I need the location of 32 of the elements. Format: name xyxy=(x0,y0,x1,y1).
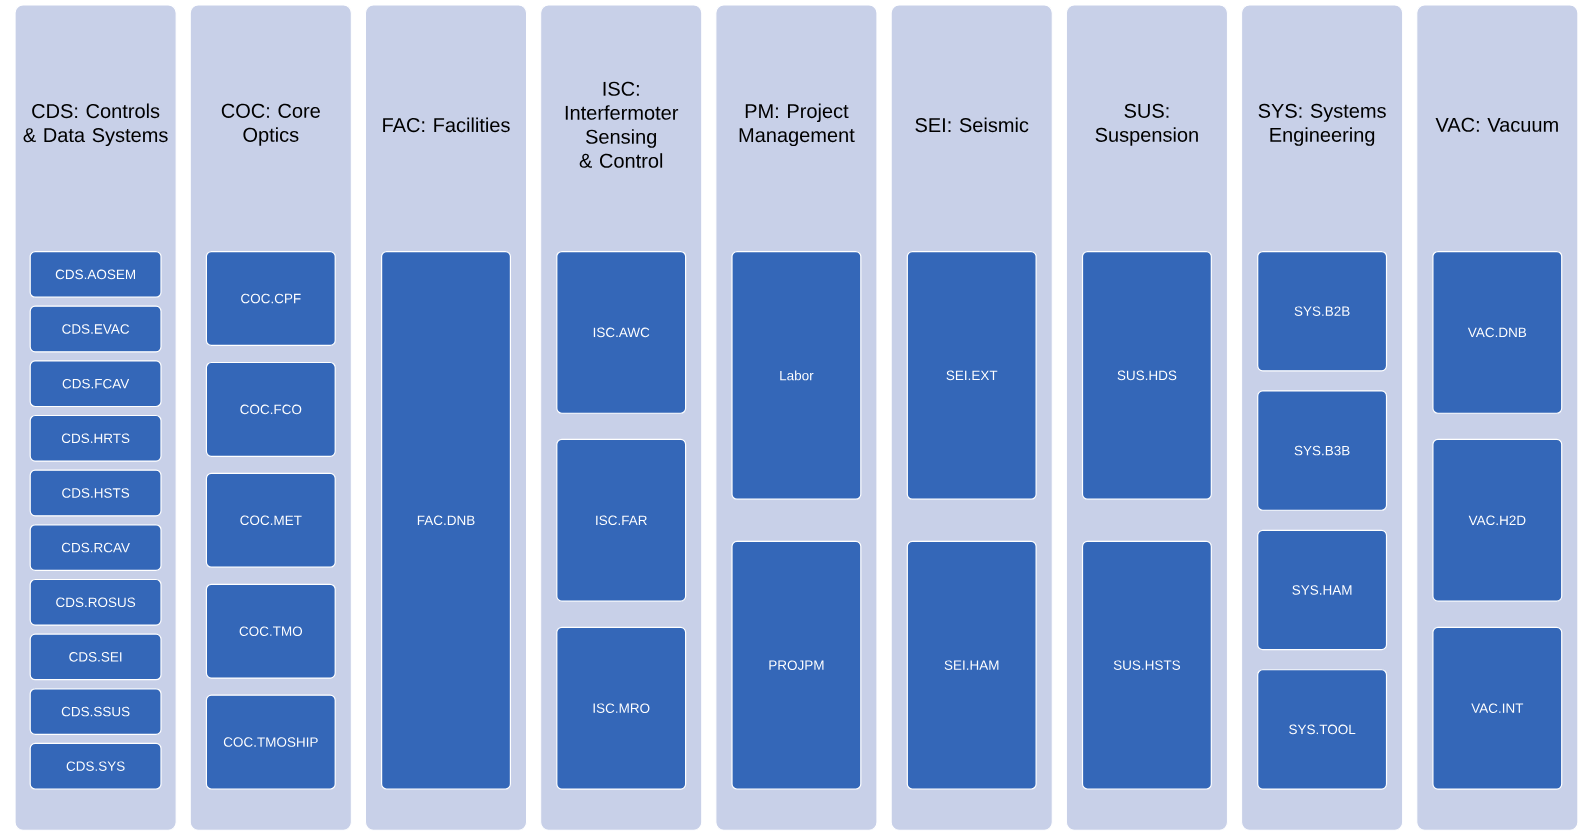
item-box: VAC.INT xyxy=(1432,626,1563,790)
item-box: SEI.HAM xyxy=(906,540,1037,790)
item-box: CDS.RCAV xyxy=(29,524,162,571)
item-box: ISC.FAR xyxy=(556,438,687,602)
item-box: Labor xyxy=(731,251,862,500)
item-box: SUS.HSTS xyxy=(1081,540,1212,790)
item-box: CDS.SEI xyxy=(29,633,162,681)
item-box: SEI.EXT xyxy=(906,251,1037,500)
item-box: SUS.HDS xyxy=(1081,251,1212,500)
item-box: CDS.ROSUS xyxy=(29,578,162,626)
item-box: SYS.B2B xyxy=(1257,250,1388,372)
item-box: CDS.AOSEM xyxy=(29,251,162,298)
item-box: CDS.HSTS xyxy=(29,469,162,517)
item-box: COC.CPF xyxy=(205,251,336,346)
item-box: COC.TMOSHIP xyxy=(205,694,336,790)
item-box: CDS.SYS xyxy=(29,742,162,790)
item-box: SYS.B3B xyxy=(1257,390,1388,511)
item-box: ISC.AWC xyxy=(556,250,687,414)
item-box: COC.TMO xyxy=(205,583,336,679)
item-box: CDS.FCAV xyxy=(29,360,162,408)
item-box: SYS.HAM xyxy=(1257,529,1388,651)
item-box: PROJPM xyxy=(731,540,862,790)
item-box: COC.MET xyxy=(205,472,336,568)
item-box: VAC.H2D xyxy=(1432,438,1563,602)
item-box: FAC.DNB xyxy=(381,251,511,790)
item-box: COC.FCO xyxy=(205,361,336,457)
item-box: SYS.TOOL xyxy=(1257,669,1388,790)
item-box: VAC.DNB xyxy=(1432,250,1563,414)
item-box: ISC.MRO xyxy=(556,626,687,790)
item-box: CDS.HRTS xyxy=(29,414,162,462)
item-box: CDS.EVAC xyxy=(29,305,162,353)
item-box: CDS.SSUS xyxy=(29,688,162,735)
